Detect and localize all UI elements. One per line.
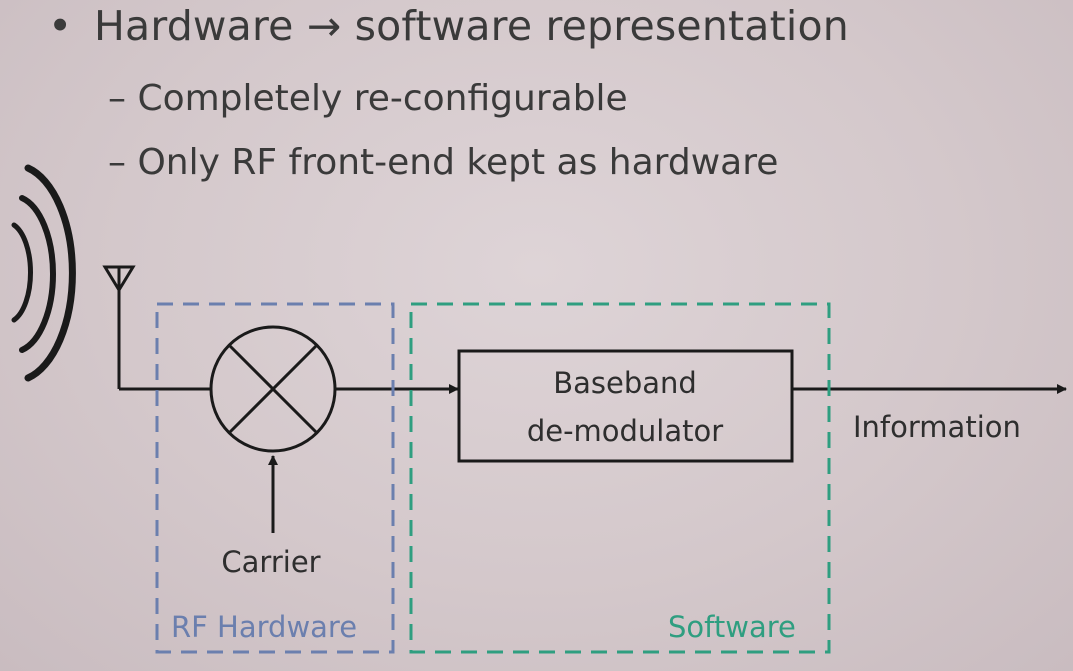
rf-hardware-region: [155, 302, 395, 654]
carrier-label: Carrier: [221, 545, 320, 579]
bullet-marker: •: [48, 2, 73, 50]
baseband-label-line1: Baseband: [553, 366, 697, 400]
sub-bullet: – Only RF front-end kept as hardware: [108, 142, 778, 183]
software-label: Software: [668, 610, 796, 644]
antenna-icon: [102, 265, 136, 389]
software-region: [409, 302, 831, 654]
information-label: Information: [853, 410, 1021, 444]
sub-bullet-marker: –: [108, 142, 126, 183]
mixer-icon: [209, 325, 337, 453]
sub-bullet: – Completely re-configurable: [108, 78, 628, 119]
radio-waves-icon: [11, 164, 76, 382]
main-bullet-text: Hardware → software representation: [94, 2, 849, 50]
sub-bullet-text: Only RF front-end kept as hardware: [137, 142, 779, 183]
signal-path: [119, 384, 1067, 533]
sub-bullet-text: Completely re-configurable: [137, 78, 628, 119]
baseband-label-line2: de-modulator: [527, 414, 723, 448]
baseband-demodulator-block: [457, 349, 794, 463]
rf-hardware-label: RF Hardware: [171, 610, 357, 644]
main-bullet: • Hardware → software representation: [48, 2, 849, 50]
sub-bullet-marker: –: [108, 78, 126, 119]
